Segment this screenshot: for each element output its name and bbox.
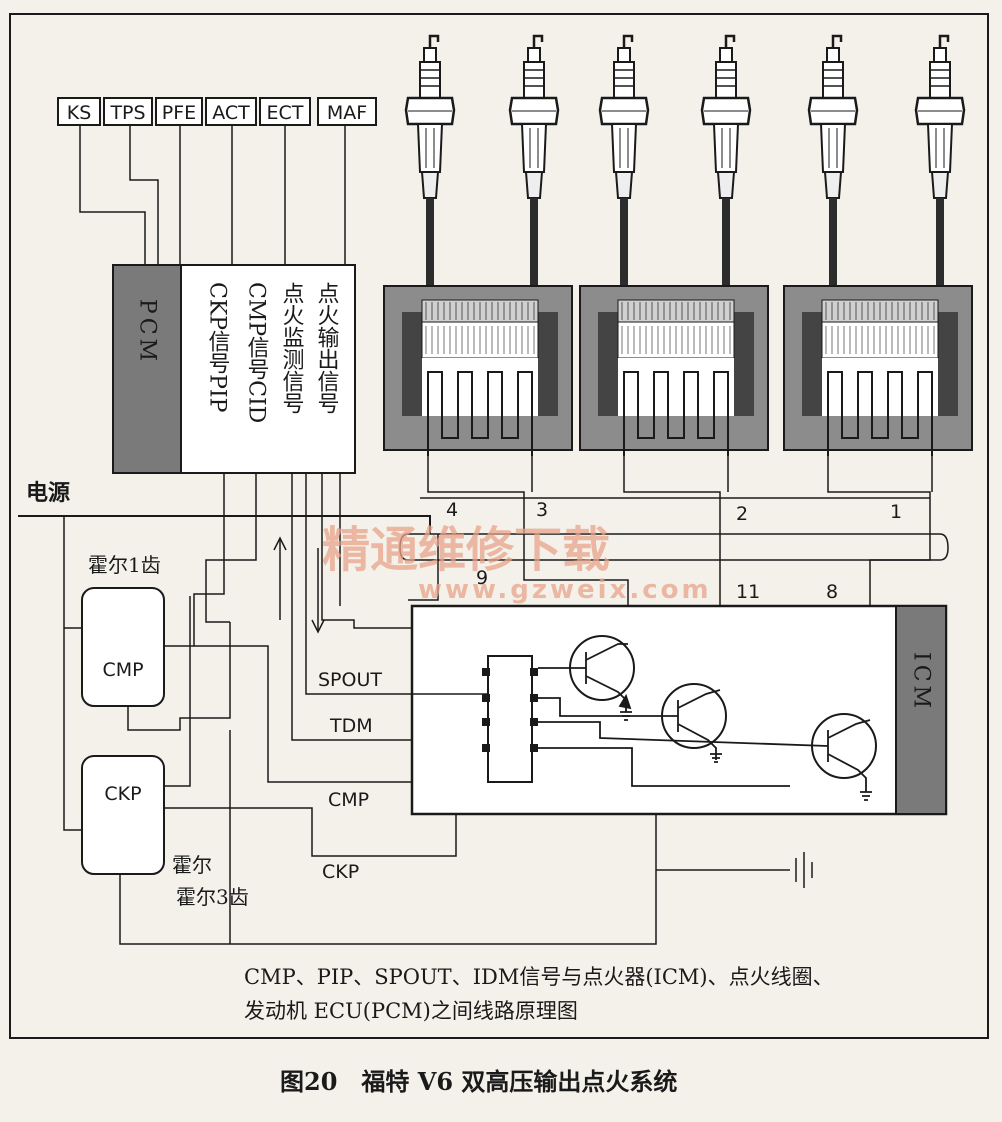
signal-wires (193, 473, 488, 783)
pcm-monitor-text: 点火监测信号 (279, 282, 305, 414)
sensor-act-label: ACT (212, 102, 250, 124)
hall1-label: 霍尔1齿 (88, 553, 161, 577)
cmp-sensor-box (81, 587, 165, 707)
wire-ckp-label: CKP (322, 861, 359, 883)
sensor-pfe-label: PFE (162, 102, 196, 124)
pin-1-label: 1 (890, 501, 902, 523)
pcm-output-text: 点火输出信号 (314, 282, 340, 414)
pcm-label: PCM (135, 299, 160, 365)
icm-box (410, 604, 948, 816)
pcm-ckp-pip-text: CKP信号PIP (205, 282, 231, 413)
pin-8-label: 8 (826, 581, 838, 603)
figure-title: 图20 福特 V6 双高压输出点火系统 (280, 1067, 677, 1096)
spark-plugs (404, 34, 966, 310)
power-line (18, 515, 431, 534)
pin-4-label: 4 (446, 499, 458, 521)
pcm-cmp-cid-text: CMP信号CID (244, 282, 270, 423)
figure-frame (9, 13, 989, 1039)
pcm-box (112, 264, 356, 474)
ckp-sensor-box (81, 755, 165, 875)
pin-2-label: 2 (736, 503, 748, 525)
sensor-ect-label: ECT (267, 102, 304, 124)
pin-3-label: 3 (536, 499, 548, 521)
sensor-ks-label: KS (67, 102, 92, 124)
hall3-label-line1: 霍尔 (172, 853, 212, 877)
sensor-tps-label: TPS (109, 102, 145, 124)
sensor-maf-label: MAF (327, 102, 367, 124)
caption-line1: CMP、PIP、SPOUT、IDM信号与点火器(ICM)、点火线圈、 (244, 965, 834, 989)
wire-tdm-label: TDM (329, 715, 373, 737)
hall3-label: 霍尔3齿 (176, 885, 249, 909)
coil-wiring (399, 456, 949, 730)
power-label: 电源 (26, 480, 70, 506)
ckp-sensor-label: CKP (104, 783, 141, 805)
watermark-cn: 精通维修下载 (322, 522, 610, 578)
icm-label: ICM (909, 652, 934, 712)
watermark-url: www.gzweix.com (418, 575, 712, 605)
sensor-harness (119, 596, 813, 945)
pin-11-label: 11 (736, 581, 760, 603)
wire-cmp-label: CMP (328, 789, 369, 811)
sensor-wires (79, 125, 346, 265)
pin-9-label: 9 (476, 567, 488, 589)
caption-line2: 发动机 ECU(PCM)之间线路原理图 (244, 999, 578, 1023)
wire-spout-label: SPOUT (318, 669, 382, 691)
cmp-sensor-label: CMP (102, 659, 143, 681)
coil-packs (383, 285, 973, 457)
